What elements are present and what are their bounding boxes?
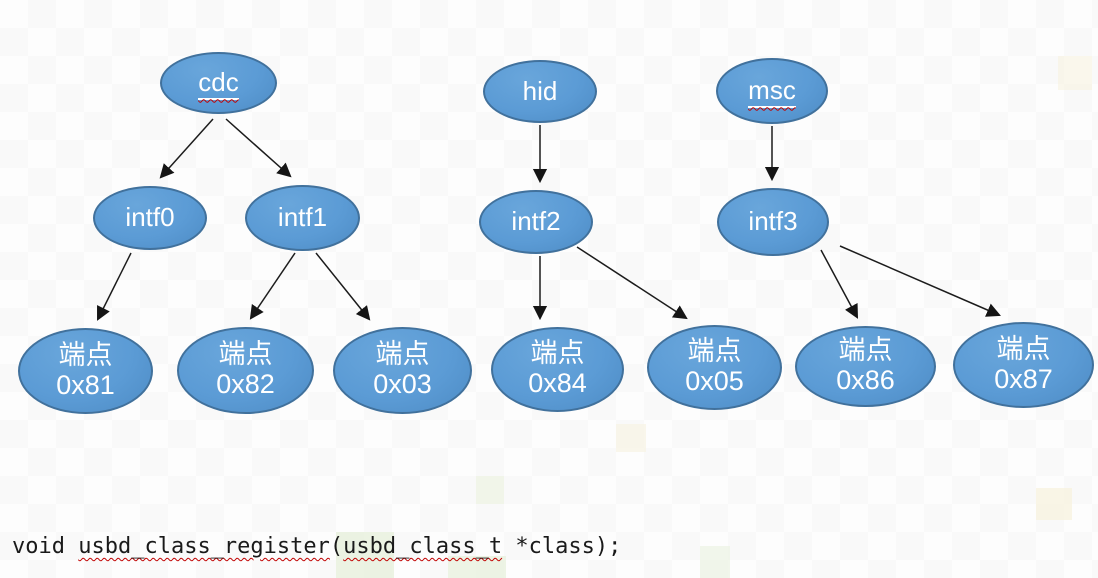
class-node-hid: hid: [483, 60, 597, 123]
class-node-cdc: cdc: [160, 52, 277, 114]
code-line: void usbd_class_register(usbd_class_t *c…: [12, 534, 622, 559]
endpoint-node-address: 0x82: [216, 369, 275, 400]
interface-node-intf3: intf3: [717, 188, 829, 256]
endpoint-node-label: 端点: [375, 339, 430, 370]
class-node-label: cdc: [198, 67, 239, 101]
endpoint-node-label: 端点: [838, 335, 893, 366]
class-node-label: msc: [748, 75, 796, 109]
endpoint-node-0x86: 端点 0x86: [795, 326, 936, 407]
endpoint-node-label: 端点: [687, 336, 742, 367]
endpoint-node-label: 端点: [530, 338, 585, 369]
endpoint-node-label: 端点: [218, 339, 273, 370]
endpoint-node-0x81: 端点 0x81: [18, 328, 153, 414]
endpoint-node-address: 0x86: [836, 365, 895, 396]
interface-node-label: intf0: [125, 202, 175, 233]
endpoint-node-0x84: 端点 0x84: [491, 327, 624, 412]
endpoint-node-address: 0x87: [994, 363, 1053, 394]
endpoint-node-label: 端点: [58, 339, 113, 370]
class-node-msc: msc: [716, 58, 828, 124]
endpoint-node-0x82: 端点 0x82: [177, 327, 314, 414]
interface-node-label: intf1: [277, 202, 328, 233]
endpoint-node-0x03: 端点 0x03: [333, 327, 472, 414]
interface-node-intf0: intf0: [93, 186, 207, 250]
endpoint-node-label: 端点: [996, 333, 1051, 364]
endpoint-node-address: 0x84: [528, 368, 587, 399]
endpoint-node-address: 0x05: [685, 366, 744, 397]
interface-node-intf1: intf1: [245, 185, 360, 251]
interface-node-intf2: intf2: [479, 190, 593, 254]
code-snippet: void usbd_class_register(usbd_class_t *c…: [12, 474, 1045, 578]
endpoint-node-address: 0x81: [56, 369, 115, 400]
interface-node-label: intf2: [511, 206, 561, 237]
endpoint-node-address: 0x03: [373, 369, 432, 400]
endpoint-node-0x05: 端点 0x05: [647, 325, 782, 410]
class-node-label: hid: [522, 75, 558, 106]
endpoint-node-0x87: 端点 0x87: [953, 322, 1094, 408]
interface-node-label: intf3: [748, 206, 798, 237]
